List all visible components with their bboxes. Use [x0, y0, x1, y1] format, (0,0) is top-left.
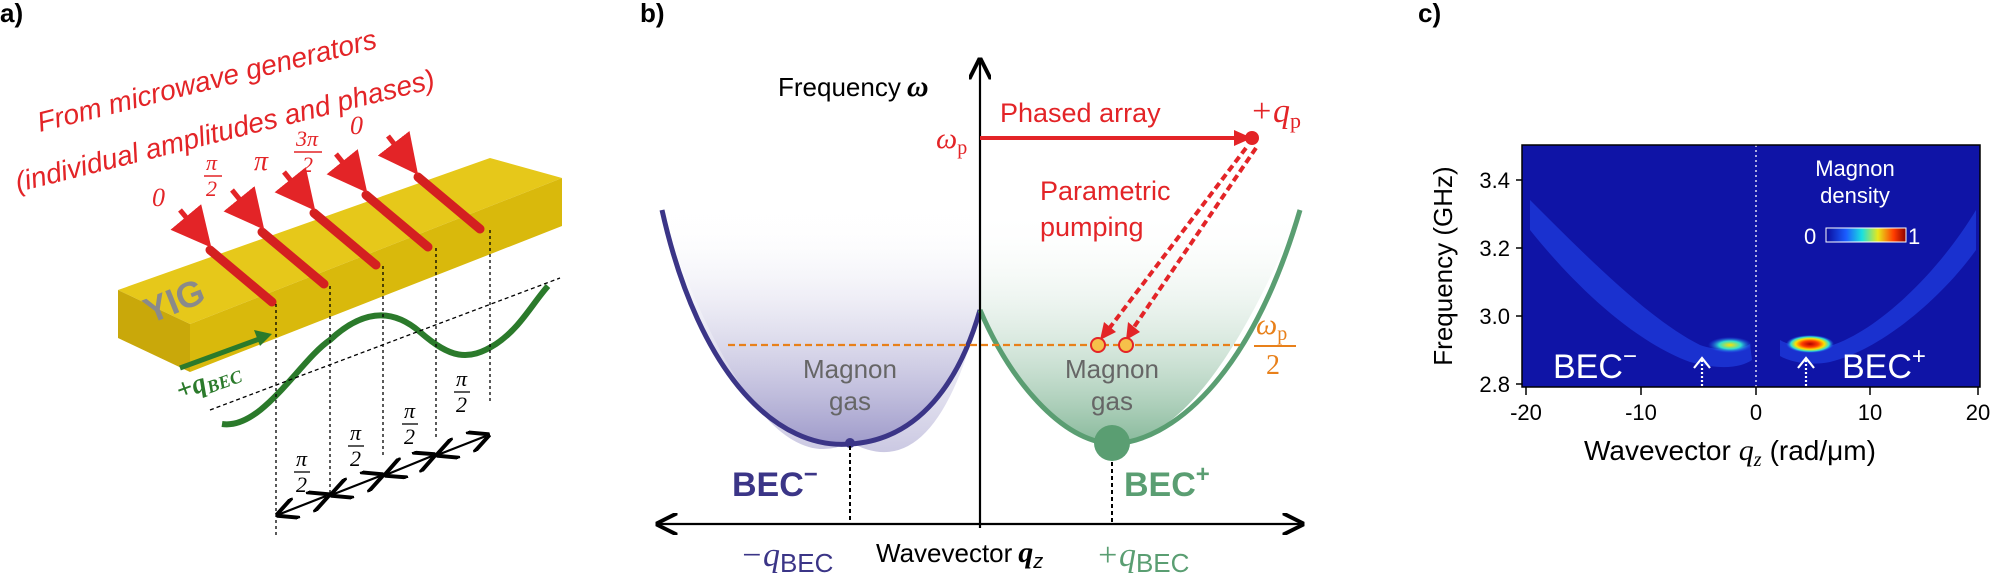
parametric-line2: pumping — [1040, 212, 1144, 242]
spacing-4-den: 2 — [456, 392, 467, 417]
spacing-labels: π 2 π 2 π 2 π 2 — [294, 366, 470, 497]
pumped-magnon-2 — [1118, 337, 1134, 353]
bec-minus-label: BEC− — [732, 461, 818, 504]
feed-arrows — [170, 131, 419, 248]
ytick-3.4: 3.4 — [1479, 168, 1510, 193]
phase-label-5: 0 — [350, 111, 363, 140]
spacing-arrows — [280, 436, 486, 514]
phase-label-2-den: 2 — [206, 176, 217, 201]
gas-right — [980, 210, 1300, 444]
phased-array-arrow-head — [1234, 130, 1252, 146]
heatmap-bec-minus: BEC− — [1553, 343, 1637, 386]
parametric-line1: Parametric — [1040, 176, 1171, 206]
bec-minus-point — [845, 438, 855, 448]
gas-left-line2: gas — [829, 386, 871, 416]
antenna-1 — [205, 245, 277, 307]
x-tick-labels: -20 -10 0 10 20 — [1510, 400, 1990, 425]
antenna-3 — [309, 208, 381, 270]
phase-label-2-num: π — [206, 150, 218, 175]
legend-min: 0 — [1804, 224, 1816, 249]
spin-wave — [221, 284, 551, 428]
xtick-neg20: -20 — [1510, 400, 1542, 425]
omega-p: ωp — [936, 122, 967, 159]
xtick-20: 20 — [1966, 400, 1990, 425]
x-ticks — [1525, 387, 1979, 395]
bec-markers — [1693, 356, 1815, 386]
legend-title-line2: density — [1820, 183, 1890, 208]
legend-max: 1 — [1908, 224, 1920, 249]
phase-label-4-den: 2 — [302, 152, 313, 177]
pump-arrows — [1106, 146, 1258, 332]
antenna-stripes — [205, 172, 485, 307]
phase-label-4-num: 3π — [295, 126, 319, 151]
xtick-0: 0 — [1750, 400, 1762, 425]
legend-title-line1: Magnon — [1815, 156, 1895, 181]
spacing-4-num: π — [456, 366, 468, 391]
y-tick-labels: 3.4 3.2 3.0 2.8 — [1479, 168, 1510, 397]
phase-label-3: π — [254, 146, 269, 177]
bec-plus-hotspot — [1786, 335, 1834, 353]
spacing-3-num: π — [404, 398, 416, 423]
panel-a: a) From microwave generators (individual… — [0, 0, 562, 535]
qbec-arrow-head — [254, 330, 272, 346]
minus-qbec-label: −qBEC — [740, 537, 833, 578]
bec-minus-hotspot — [1708, 337, 1752, 353]
yig-slab — [118, 158, 562, 372]
heatmap-bec-plus: BEC+ — [1842, 343, 1926, 386]
half-pump-den: 2 — [1266, 350, 1280, 381]
pump-arrow-head-2 — [1126, 322, 1140, 340]
pumped-magnon-1 — [1090, 337, 1106, 353]
spacing-2-den: 2 — [350, 446, 361, 471]
plus-qp: +qp — [1250, 93, 1301, 133]
phased-array-label: Phased array — [1000, 98, 1161, 128]
gas-left — [662, 210, 980, 445]
panel-c: c) BEC− BEC+ Magnon density 0 1 — [1418, 0, 1990, 471]
plus-qbec-label: +qBEC — [1096, 537, 1189, 578]
ytick-2.8: 2.8 — [1479, 372, 1510, 397]
y-ticks — [1516, 179, 1522, 385]
phase-label-1: 0 — [152, 183, 165, 212]
xtick-10: 10 — [1858, 400, 1882, 425]
phase-labels: 0 π 2 π 3π 2 0 — [152, 111, 363, 212]
spacing-2-num: π — [350, 420, 362, 445]
panel-b-label: b) — [640, 0, 665, 28]
xtick-neg10: -10 — [1625, 400, 1657, 425]
ytick-3.0: 3.0 — [1479, 304, 1510, 329]
gas-right-line1: Magnon — [1065, 354, 1159, 384]
heatmap-ylabel: Frequency (GHz) — [1428, 166, 1458, 365]
antenna-4 — [361, 190, 433, 252]
plot-frame — [1521, 144, 1981, 388]
panel-c-label: c) — [1418, 0, 1441, 28]
half-pump-num: ωp — [1256, 308, 1287, 345]
spacing-1-den: 2 — [296, 472, 307, 497]
panel-a-label: a) — [0, 0, 23, 28]
gas-left-line1: Magnon — [803, 354, 897, 384]
pump-point — [1245, 131, 1259, 145]
antenna-2 — [257, 227, 329, 289]
bec-plus-label: BEC+ — [1124, 461, 1210, 504]
qbec-arrow — [179, 335, 263, 371]
colorbar — [1825, 227, 1907, 243]
antenna-5 — [413, 172, 485, 234]
spacing-1-num: π — [296, 446, 308, 471]
bec-plus-point — [1094, 425, 1130, 461]
ytick-3.2: 3.2 — [1479, 236, 1510, 261]
spacing-3-den: 2 — [404, 424, 415, 449]
wave-axis — [209, 277, 561, 411]
gas-right-line2: gas — [1091, 386, 1133, 416]
pump-arrow-head-1 — [1100, 322, 1116, 340]
dispersion-left — [659, 209, 983, 447]
